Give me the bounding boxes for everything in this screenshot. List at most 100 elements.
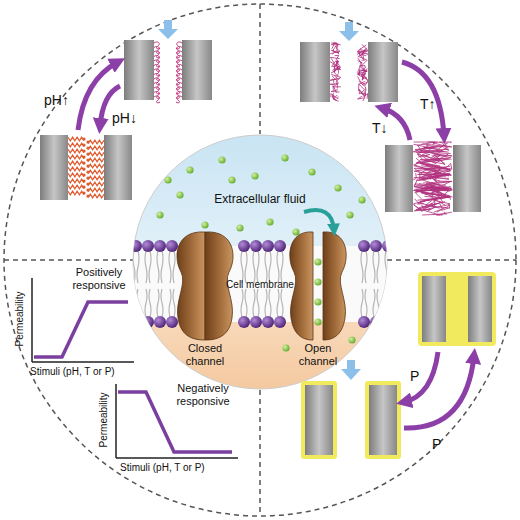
gel-strand [429,195,445,205]
entry-arrow [304,210,334,230]
graph-axis [31,278,33,362]
lipid-head [118,316,130,328]
pore-wall [422,276,446,342]
polymer-chain [68,173,84,177]
gel-strand [433,142,444,146]
gel-strand [417,146,450,153]
lipid-head [274,316,286,328]
molecule-dot [201,221,208,228]
collapsed-gel [330,43,368,101]
lipid-tail [161,289,163,317]
lipid-tail [269,251,271,283]
gel-strand [414,144,443,157]
lipid-tail [373,289,375,317]
gel-strand [414,184,450,191]
polymer-chain [68,167,84,171]
lipid-tail [389,289,391,317]
gel-strand [414,205,430,211]
lipid-head [238,240,250,252]
lipid-tail [365,251,367,283]
chain-end [82,167,85,170]
chain-end [82,179,85,182]
gel-strand [414,142,435,144]
gel-strand [437,203,443,212]
flow-arrow [158,20,178,39]
lipid-tail [385,289,387,317]
flow-arrow [341,360,361,380]
pore-wall [124,40,154,100]
molecule-dot [314,258,321,265]
lipid-head [250,316,262,328]
lipid-tail [377,289,379,317]
gel-coating [301,381,337,459]
polymer-chain [88,152,104,156]
stimulus-label: P [432,436,441,453]
channel-lobe [177,232,205,340]
gel-strand [332,43,341,49]
lipid-tail [133,289,135,317]
lipid-head [382,316,394,328]
lipid-tail [377,251,379,283]
gel-strand [359,84,365,93]
lipid-tail [145,251,147,283]
lipid-head [142,240,154,252]
polymer-coil [176,96,182,103]
molecule-dot [308,168,315,175]
lipid-tail [149,289,151,317]
molecule-dot [348,336,355,343]
chain-end [82,191,85,194]
divider-line [387,259,516,261]
lipid-tail [125,251,127,283]
gel-strand [359,66,365,68]
pore-wall [40,135,68,200]
gel-strand [362,74,363,81]
polymer-chain [68,143,84,147]
gel-strand [361,70,367,72]
lipid-tail [385,251,387,283]
lipid-tail [361,289,363,317]
pore-wall [453,145,481,212]
lipid-head [250,240,262,252]
gel-strand [359,81,366,91]
polymer-chain [68,161,84,165]
lipid-head [382,240,394,252]
chain-end [86,146,89,149]
gel-strand [431,206,448,210]
gel-strand [416,184,434,192]
polymer-chain [68,179,84,183]
gel-strand [439,142,451,144]
gel-strand [434,155,445,166]
lipid-head [370,316,382,328]
lipid-tail [245,289,247,317]
axis-label: Permeability [14,269,26,369]
chain-end [86,194,89,197]
molecule-dot [314,278,321,285]
gel-strand [333,95,337,101]
chain-end [82,173,85,176]
gel-strand [449,163,452,169]
lipid-tail [173,289,175,317]
lipid-head [274,240,286,252]
gel-strand [359,93,366,95]
chain-end [86,158,89,161]
gel-strand [360,67,364,76]
lipid-tail [257,289,259,317]
lipid-head [262,240,274,252]
stimulus-label: P [410,368,419,385]
gel-strand [358,56,367,66]
gel-strand [358,58,362,65]
molecule-dot [228,176,235,183]
lipid-layer [118,240,394,328]
chain-end [82,143,85,146]
molecule-dot [236,224,243,231]
gel-strand [416,151,430,157]
lipid-tail [277,289,279,317]
molecule-dot [156,211,163,218]
chain-end [82,155,85,158]
gel-strand [333,71,338,76]
graph-axis [116,457,238,459]
lipid-tail [169,251,171,283]
molecule-dot [292,228,299,235]
gel-strand [424,203,440,209]
